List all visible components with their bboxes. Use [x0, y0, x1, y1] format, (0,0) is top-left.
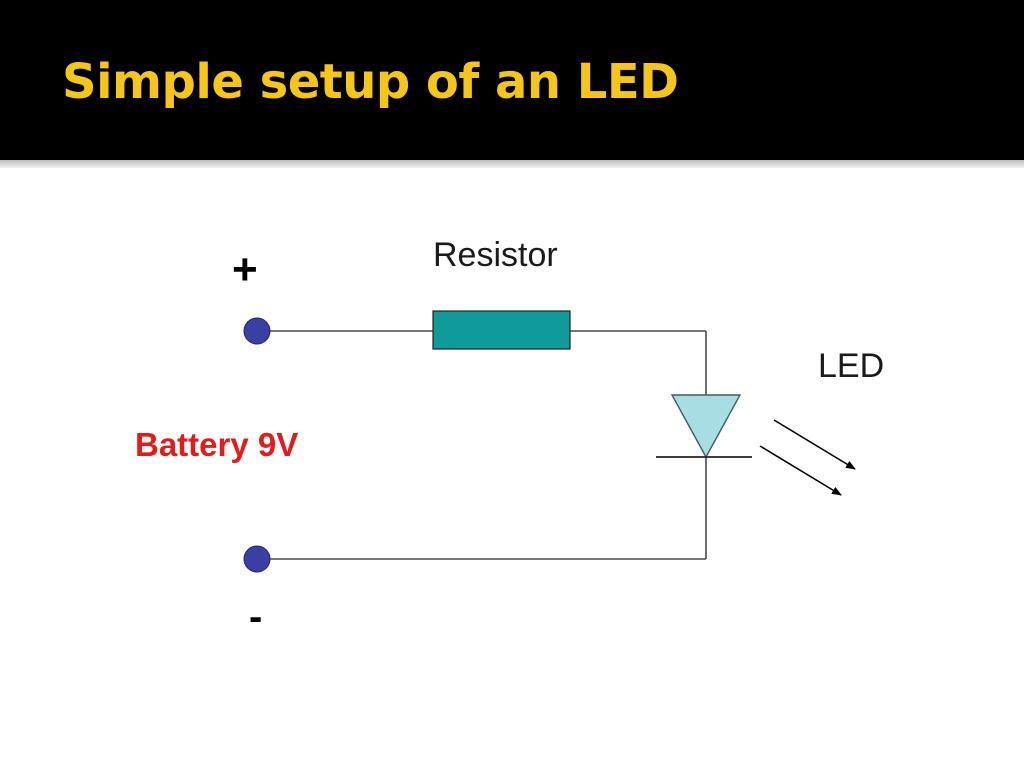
battery-label: Battery 9V: [135, 426, 298, 463]
led-diode-triangle: [670, 394, 742, 459]
minus-label: -: [249, 595, 262, 639]
title-bar: [0, 0, 1024, 160]
slide-title: Simple setup of an LED: [62, 54, 679, 110]
plus-label: +: [232, 245, 258, 294]
light-arrow-lower: [759, 445, 842, 496]
positive-terminal: [243, 317, 271, 345]
resistor-label: Resistor: [433, 236, 558, 274]
led-label: LED: [818, 347, 884, 385]
title-divider: [0, 160, 1024, 168]
resistor: [432, 310, 571, 350]
negative-terminal: [243, 545, 271, 573]
light-arrow-upper: [773, 419, 856, 470]
